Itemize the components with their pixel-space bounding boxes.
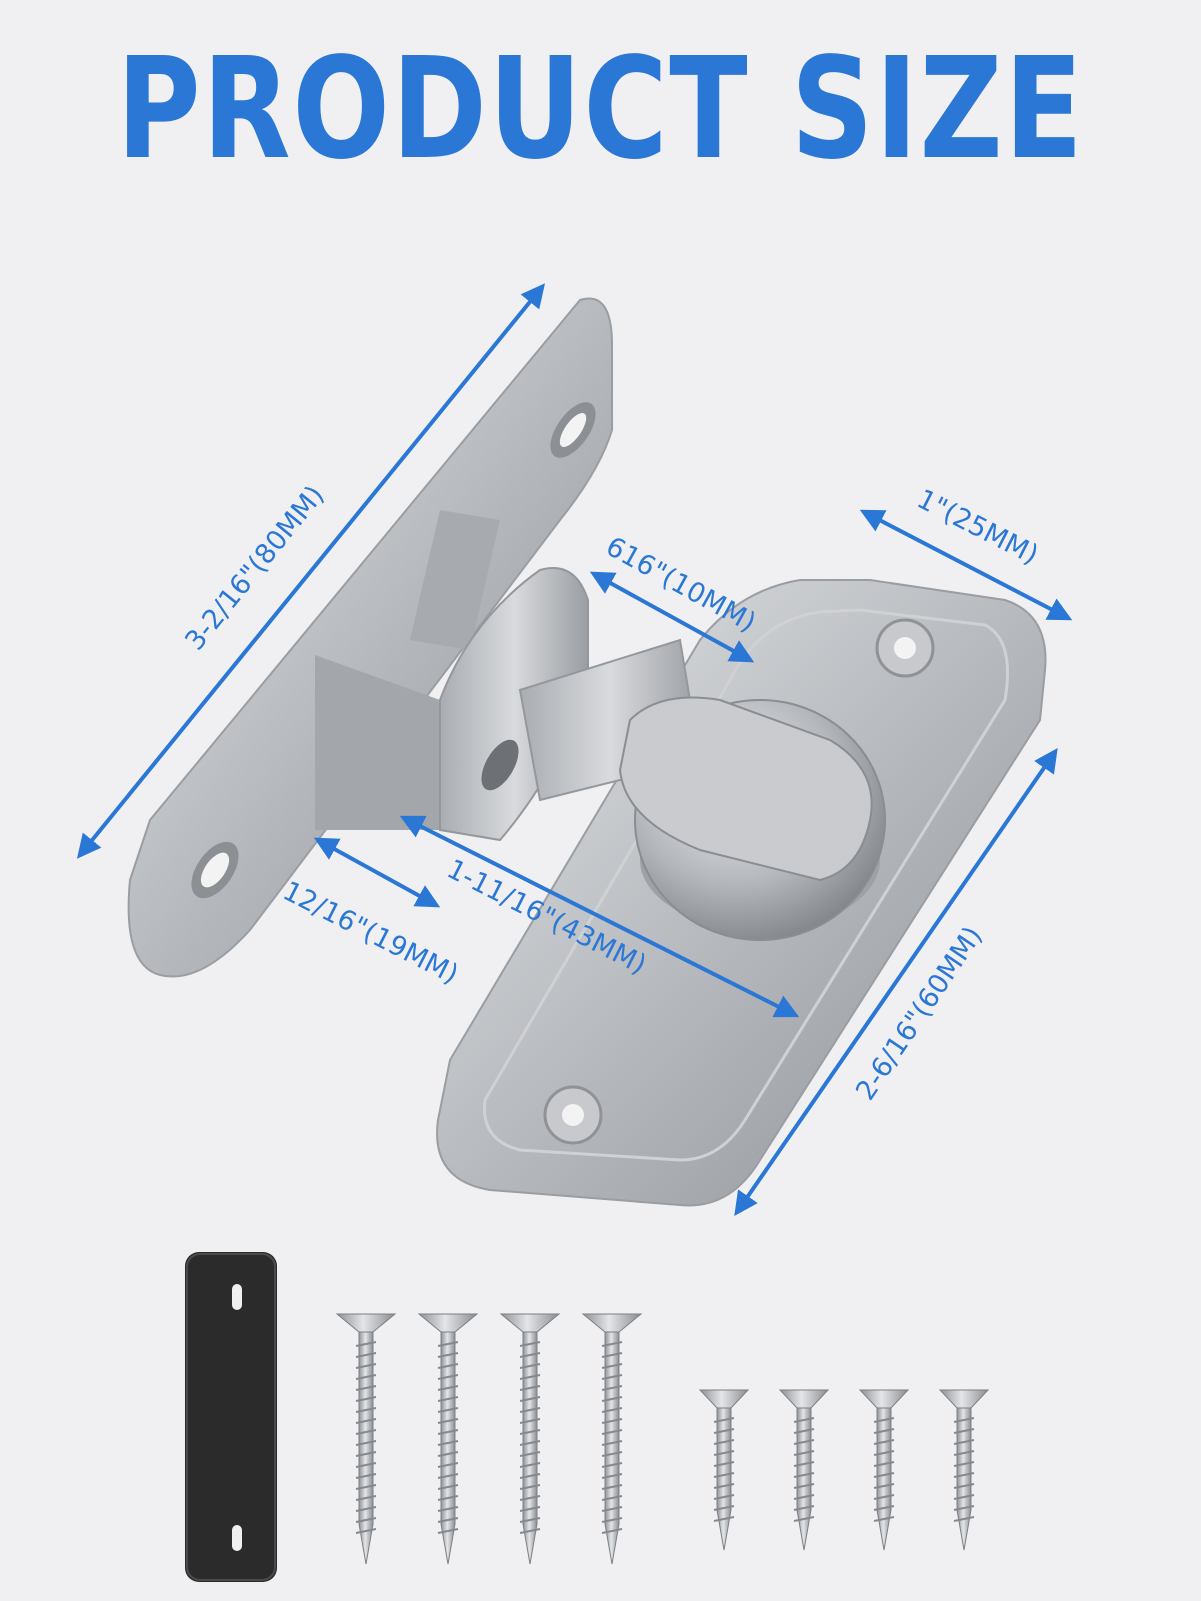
screw-icon xyxy=(858,1389,910,1551)
screw-icon xyxy=(938,1389,990,1551)
long-screws xyxy=(335,1313,643,1565)
pad-hole-icon xyxy=(232,1525,242,1551)
arrow-base-length xyxy=(734,748,1058,1216)
screw-icon xyxy=(499,1313,561,1565)
arrow-plate-length xyxy=(76,283,546,859)
screw-icon xyxy=(417,1313,479,1565)
arrow-bolt-length xyxy=(399,815,800,1018)
screw-icon xyxy=(335,1313,397,1565)
dimension-arrows xyxy=(76,283,1073,1216)
pad-hole-icon xyxy=(232,1284,242,1310)
screw-icon xyxy=(778,1389,830,1551)
label-bolt-width: 1"(25MM) xyxy=(912,484,1043,571)
short-screws xyxy=(698,1389,990,1551)
arrow-bolt-width xyxy=(859,509,1073,621)
arrow-gap xyxy=(589,571,755,663)
screw-icon xyxy=(581,1313,643,1565)
page-title: PRODUCT SIZE xyxy=(116,28,1085,191)
accessories xyxy=(185,1252,990,1582)
arrow-keeper-depth xyxy=(313,837,441,908)
screw-icon xyxy=(698,1389,750,1551)
rubber-pad xyxy=(185,1252,277,1582)
label-keeper-depth: 12/16"(19MM) xyxy=(278,876,463,991)
